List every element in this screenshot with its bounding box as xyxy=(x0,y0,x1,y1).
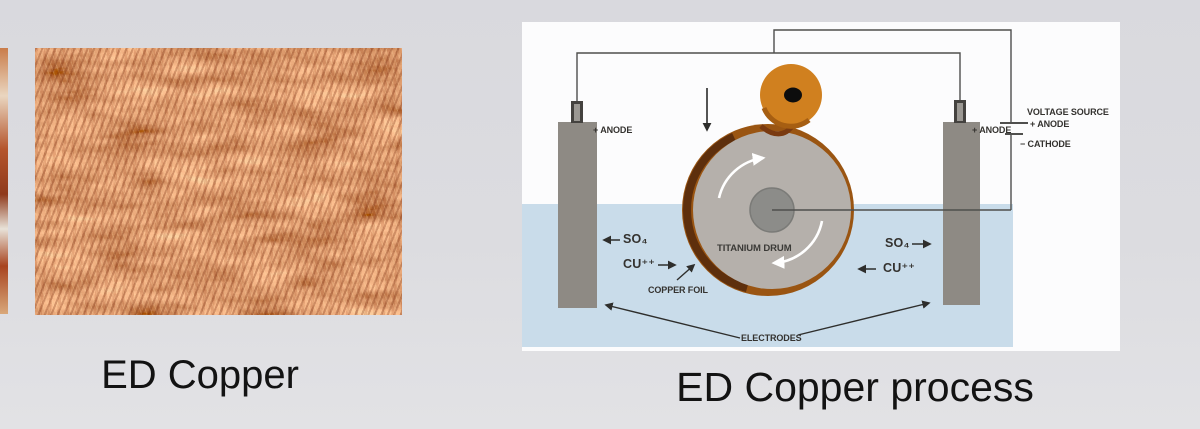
right-caption: ED Copper process xyxy=(676,364,1034,410)
cu-right-label: CU⁺⁺ xyxy=(883,261,916,275)
copper-foil-label: COPPER FOIL xyxy=(648,285,708,295)
electrodes-label: ELECTRODES xyxy=(741,333,802,343)
circuit-wires xyxy=(576,29,1012,211)
battery-symbol xyxy=(1000,122,1028,135)
anode-right-label: + ANODE xyxy=(972,125,1012,135)
anode-left-label: + ANODE xyxy=(593,125,633,135)
titanium-drum-label: TITANIUM DRUM xyxy=(717,243,792,254)
copper-foil-pointer xyxy=(676,263,696,281)
battery-cathode-label: − CATHODE xyxy=(1020,139,1071,149)
ed-copper-process-diagram: + ANODE + ANODE VOLTAGE SOURCE + ANODE −… xyxy=(522,22,1120,351)
terminal-right xyxy=(954,100,966,123)
so4-right-label: SO₄ xyxy=(885,236,910,250)
wire-anode-bus xyxy=(576,52,961,101)
terminal-left xyxy=(571,101,583,123)
battery-anode-label: + ANODE xyxy=(1030,119,1070,129)
cropped-image-edge xyxy=(0,48,8,314)
left-caption: ED Copper xyxy=(101,353,299,397)
so4-left-label: SO₄ xyxy=(623,232,648,246)
ed-copper-photo xyxy=(35,48,402,315)
cu-left-label: CU⁺⁺ xyxy=(623,257,656,271)
electrode-right xyxy=(943,122,980,305)
wire-top xyxy=(773,29,1012,123)
electrode-left xyxy=(558,122,597,308)
voltage-source-label: VOLTAGE SOURCE xyxy=(1027,107,1109,117)
takeup-roll-shade xyxy=(761,106,811,129)
copper-texture xyxy=(35,48,402,315)
electrodes-pointer-right xyxy=(797,300,931,336)
rotation-arrow-bottom xyxy=(771,220,824,269)
takeup-roll-core xyxy=(784,87,802,103)
copper-foil-dark-arc xyxy=(683,132,749,293)
diagram-graphics xyxy=(522,29,1028,347)
electrodes-pointer-left xyxy=(604,302,741,339)
rotation-arrow-top xyxy=(717,152,766,199)
fiber-overlay xyxy=(35,48,402,315)
ion-arrows xyxy=(602,235,932,274)
